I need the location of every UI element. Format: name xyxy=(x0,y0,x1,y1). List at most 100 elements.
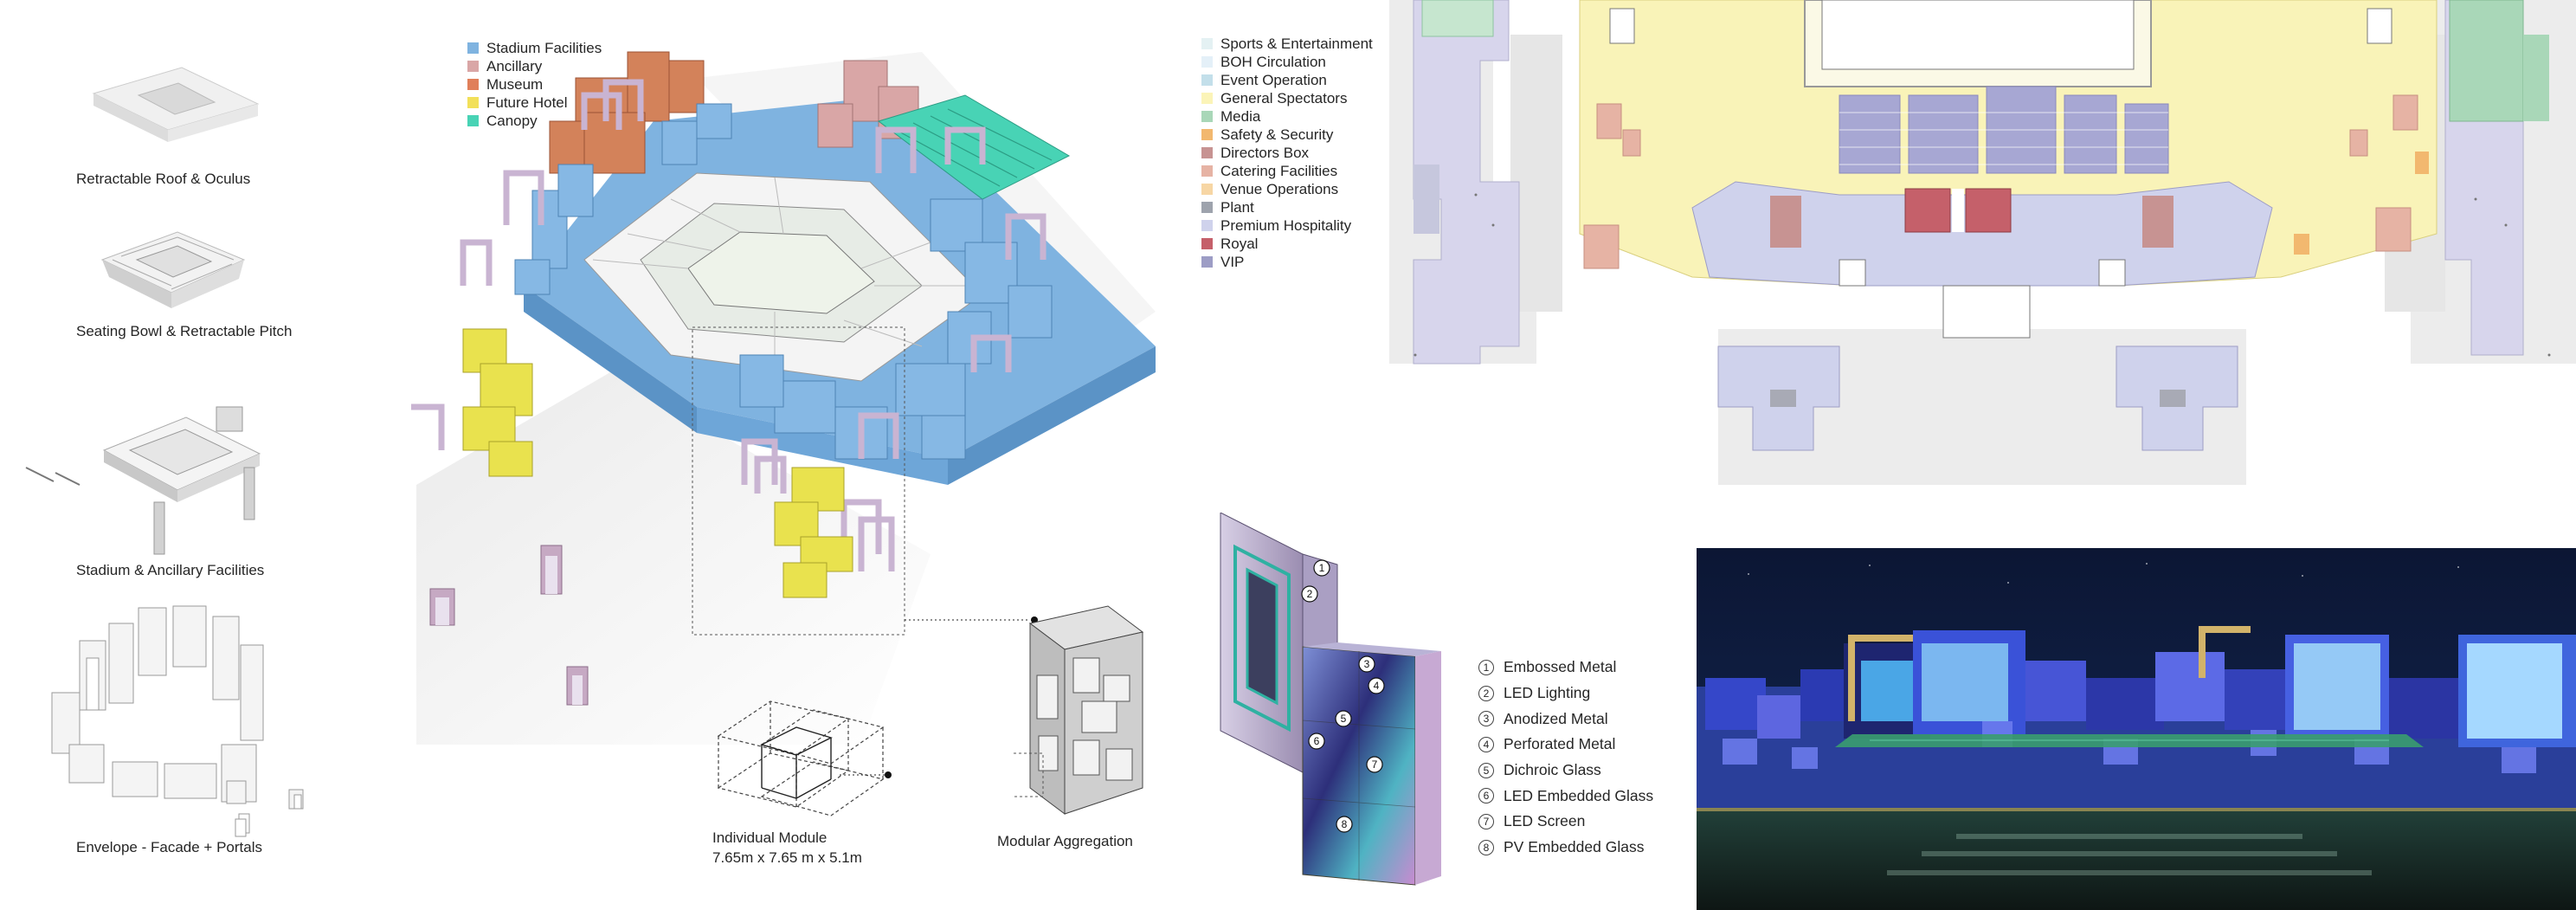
axo-legend: Stadium Facilities Ancillary Museum Futu… xyxy=(467,39,602,130)
material-number: 8 xyxy=(1478,839,1494,855)
material-label: Anodized Metal xyxy=(1504,709,1608,727)
material-label: Perforated Metal xyxy=(1504,735,1616,753)
legend-swatch xyxy=(467,42,479,54)
axo-legend-item: Canopy xyxy=(467,112,602,130)
legend-swatch xyxy=(467,97,479,108)
legend-label: Royal xyxy=(1220,235,1259,252)
material-marker: 6 xyxy=(1314,735,1320,747)
legend-swatch xyxy=(1201,202,1213,213)
individual-module-diagram xyxy=(717,700,892,816)
plan-legend-item: Event Operation xyxy=(1201,71,1373,89)
legend-swatch xyxy=(467,115,479,126)
plan-legend-item: Venue Operations xyxy=(1201,180,1373,198)
plan-legend-item: Safety & Security xyxy=(1201,126,1373,144)
plan-legend-item: Media xyxy=(1201,107,1373,126)
legend-swatch xyxy=(1201,38,1213,49)
legend-label: Plant xyxy=(1220,198,1254,216)
plan-legend: Sports & Entertainment BOH Circulation E… xyxy=(1201,35,1373,271)
material-number: 2 xyxy=(1478,685,1494,701)
material-item: 8 PV Embedded Glass xyxy=(1478,835,1653,861)
legend-swatch xyxy=(1201,74,1213,86)
legend-label: Directors Box xyxy=(1220,144,1310,161)
plan-legend-item: Premium Hospitality xyxy=(1201,216,1373,235)
material-label: Embossed Metal xyxy=(1504,658,1617,676)
legend-label: Premium Hospitality xyxy=(1220,216,1352,234)
legend-label: Sports & Entertainment xyxy=(1220,35,1373,52)
material-marker: 7 xyxy=(1372,758,1378,771)
axo-legend-item: Museum xyxy=(467,75,602,94)
axo-legend-item: Future Hotel xyxy=(467,94,602,112)
legend-swatch xyxy=(1201,129,1213,140)
material-label: Dichroic Glass xyxy=(1504,761,1601,779)
axo-legend-item: Ancillary xyxy=(467,57,602,75)
legend-label: Catering Facilities xyxy=(1220,162,1338,179)
material-number: 6 xyxy=(1478,788,1494,804)
plan-legend-item: Royal xyxy=(1201,235,1373,253)
night-render-image xyxy=(1697,548,2576,910)
material-label: PV Embedded Glass xyxy=(1504,838,1645,856)
material-label: LED Lighting xyxy=(1504,684,1591,702)
material-label: LED Screen xyxy=(1504,812,1586,830)
legend-swatch xyxy=(1201,184,1213,195)
modular-aggregation-diagram xyxy=(1013,605,1144,815)
facade-material-stack: 1 2 3 4 5 6 7 8 xyxy=(1220,513,1441,886)
bowl-diagram xyxy=(100,231,246,308)
legend-label: Future Hotel xyxy=(486,94,568,111)
material-item: 7 LED Screen xyxy=(1478,809,1653,835)
plan-legend-item: VIP xyxy=(1201,253,1373,271)
axo-legend-item: Stadium Facilities xyxy=(467,39,602,57)
plan-legend-item: BOH Circulation xyxy=(1201,53,1373,71)
legend-swatch xyxy=(1201,111,1213,122)
material-number: 3 xyxy=(1478,711,1494,727)
legend-label: Stadium Facilities xyxy=(486,39,602,56)
plan-legend-item: Plant xyxy=(1201,198,1373,216)
legend-swatch xyxy=(1201,93,1213,104)
material-marker: 3 xyxy=(1364,658,1370,670)
legend-label: Safety & Security xyxy=(1220,126,1334,143)
legend-swatch xyxy=(1201,147,1213,158)
material-number: 4 xyxy=(1478,736,1494,752)
legend-swatch xyxy=(1201,256,1213,268)
roof-diagram xyxy=(92,67,260,142)
sequence-label-bowl: Seating Bowl & Retractable Pitch xyxy=(76,323,293,339)
legend-swatch xyxy=(1201,220,1213,231)
envelope-diagram xyxy=(51,605,304,837)
material-item: 6 LED Embedded Glass xyxy=(1478,783,1653,809)
sequence-label-roof: Retractable Roof & Oculus xyxy=(76,171,251,187)
legend-label: VIP xyxy=(1220,253,1245,270)
plan-legend-item: General Spectators xyxy=(1201,89,1373,107)
material-marker: 1 xyxy=(1319,562,1325,574)
legend-swatch xyxy=(467,79,479,90)
plan-legend-item: Catering Facilities xyxy=(1201,162,1373,180)
legend-label: Museum xyxy=(486,75,544,93)
material-marker: 4 xyxy=(1374,680,1380,692)
material-number: 5 xyxy=(1478,762,1494,778)
material-item: 5 Dichroic Glass xyxy=(1478,758,1653,784)
plan-legend-item: Sports & Entertainment xyxy=(1201,35,1373,53)
material-marker: 5 xyxy=(1341,713,1347,725)
legend-label: Media xyxy=(1220,107,1261,125)
legend-label: Event Operation xyxy=(1220,71,1327,88)
material-item: 4 Perforated Metal xyxy=(1478,732,1653,758)
legend-label: Ancillary xyxy=(486,57,543,74)
legend-swatch xyxy=(1201,238,1213,249)
legend-label: Canopy xyxy=(486,112,538,129)
sequence-label-envelope: Envelope - Facade + Portals xyxy=(76,839,262,855)
sequence-diagrams xyxy=(25,67,304,837)
stadium-axonometric xyxy=(411,51,1156,745)
legend-swatch xyxy=(467,61,479,72)
ancillary-diagram xyxy=(25,406,261,555)
plan-legend-item: Directors Box xyxy=(1201,144,1373,162)
legend-label: Venue Operations xyxy=(1220,180,1339,197)
material-label: LED Embedded Glass xyxy=(1504,786,1654,804)
legend-label: BOH Circulation xyxy=(1220,53,1326,70)
material-marker: 8 xyxy=(1342,818,1348,830)
material-item: 2 LED Lighting xyxy=(1478,681,1653,707)
legend-label: General Spectators xyxy=(1220,89,1348,106)
legend-swatch xyxy=(1201,56,1213,68)
sequence-label-ancillary: Stadium & Ancillary Facilities xyxy=(76,562,265,578)
floor-plan xyxy=(1389,0,2576,485)
modular-aggregation-label: Modular Aggregation xyxy=(997,833,1133,849)
material-number: 7 xyxy=(1478,813,1494,829)
